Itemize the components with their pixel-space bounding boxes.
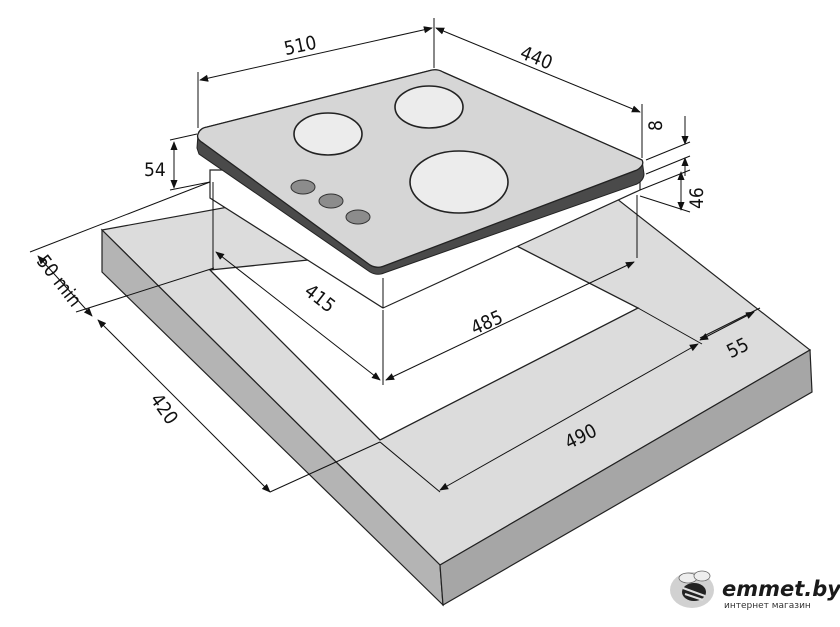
burner-rear-right <box>394 85 464 129</box>
dim-glass-thickness: 8 <box>645 120 667 131</box>
dim-depth-top: 440 <box>517 42 555 75</box>
watermark-subtitle: интернет магазин <box>724 601 811 611</box>
control-knob-1 <box>290 179 316 195</box>
dim-overall-height: 54 <box>144 159 166 181</box>
control-knob-2 <box>318 193 344 209</box>
dimension-lines <box>29 18 761 493</box>
bee-logo-icon <box>670 570 714 608</box>
control-knob-3 <box>345 209 371 225</box>
burner-front-large <box>409 150 509 214</box>
dim-min-distance: 50 min <box>32 251 86 311</box>
burner-rear-left <box>293 112 363 156</box>
dim-body-height: 46 <box>686 187 708 209</box>
dim-width-top: 510 <box>282 32 318 60</box>
watermark-name: emmet.by <box>722 577 840 601</box>
watermark: emmet.by интернет магазин <box>670 570 840 611</box>
dim-worktop-depth: 420 <box>145 389 182 428</box>
